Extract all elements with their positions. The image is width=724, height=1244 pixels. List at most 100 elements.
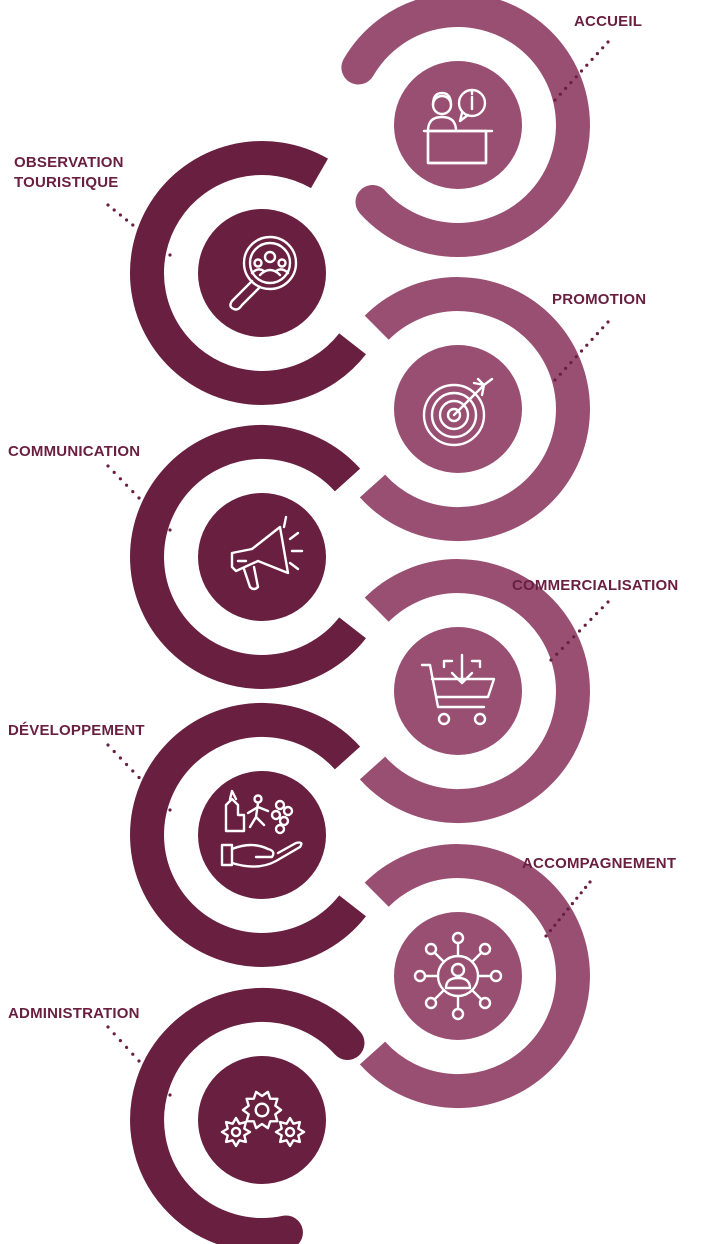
label-communication: COMMUNICATION — [8, 443, 141, 460]
leader-dot — [590, 337, 594, 341]
ring-segment-1 — [130, 141, 366, 405]
leader-dot — [156, 795, 160, 799]
leader-dot — [156, 243, 160, 247]
gears-icon — [220, 1090, 306, 1148]
leader-dot — [131, 1052, 135, 1056]
leader-dot — [137, 228, 141, 232]
leader-dot — [168, 808, 172, 812]
label-accompagnement: ACCOMPAGNEMENT — [522, 855, 677, 872]
leader-dot — [131, 769, 135, 773]
leader-dot — [600, 606, 604, 610]
leader-dot — [577, 629, 582, 633]
leader-dot — [143, 502, 147, 506]
leader-dot — [562, 912, 566, 917]
ring-segment-3 — [130, 424, 366, 689]
leader-dot — [572, 635, 576, 639]
leader-dot — [118, 213, 122, 217]
leader-dot — [149, 1073, 153, 1077]
leader-dot — [583, 623, 587, 627]
leader-dot — [588, 880, 592, 884]
leader-dot — [137, 496, 141, 500]
leader-dot — [149, 788, 153, 793]
leader-dot — [569, 81, 573, 85]
leader-dot — [168, 528, 172, 532]
label-promotion: PROMOTION — [552, 291, 647, 308]
icon-disc — [198, 771, 326, 899]
icon-disc — [394, 61, 522, 189]
label-observation-touristique: OBSERVATION TOURISTIQUE — [14, 154, 124, 191]
leader-dot — [558, 92, 562, 96]
leader-dot — [131, 223, 135, 227]
leader-dot — [560, 646, 565, 651]
leader-dot — [553, 98, 557, 102]
leader-dot — [137, 1059, 141, 1063]
leader-dot — [601, 46, 605, 50]
icon-disc — [394, 627, 522, 755]
leader-dot — [168, 1093, 172, 1097]
leader-dot — [566, 907, 570, 911]
leader-dot — [553, 923, 557, 927]
leader-dot — [143, 782, 147, 786]
leader-dot — [555, 652, 559, 656]
leader-dot — [570, 902, 575, 906]
ring-segment-7 — [130, 988, 365, 1244]
ring-segment-5 — [130, 702, 366, 967]
leader-dot — [162, 522, 166, 526]
leader-dot — [112, 208, 116, 212]
target-arrow-icon — [422, 377, 494, 447]
ring-segment-6 — [359, 844, 590, 1109]
icon-disc — [394, 345, 522, 473]
megaphone-icon — [230, 515, 304, 591]
leader-dot — [606, 320, 610, 324]
leader-dot — [606, 600, 610, 604]
label-developpement: DÉVELOPPEMENT — [8, 722, 145, 739]
leader-dot — [137, 775, 141, 780]
leader-dot — [558, 372, 562, 376]
leader-dot — [584, 885, 588, 890]
leader-dot — [156, 515, 160, 519]
leader-dot — [162, 801, 166, 806]
leader-dot — [589, 617, 593, 622]
leader-dot — [143, 233, 147, 237]
leader-dot — [566, 641, 570, 645]
ring-segment-4 — [359, 559, 590, 824]
leader-dot — [575, 896, 579, 900]
leader-dot — [579, 349, 584, 353]
leader-dot — [125, 218, 129, 222]
leader-dot — [149, 238, 153, 242]
tourism-hand-icon — [220, 789, 303, 868]
leader-dot — [106, 464, 110, 468]
label-administration: ADMINISTRATION — [8, 1005, 140, 1022]
leader-dot — [601, 326, 605, 330]
leader-dot — [606, 40, 610, 44]
label-commercialisation: COMMERCIALISATION — [512, 577, 679, 594]
leader-dot — [168, 253, 172, 257]
leader-dot — [595, 52, 600, 56]
leader-dot — [564, 366, 568, 370]
leader-dot — [595, 332, 600, 336]
leader-dot — [579, 891, 583, 895]
leader-dot — [131, 490, 135, 494]
leader-dot — [125, 1045, 129, 1049]
leader-dot — [590, 57, 594, 62]
icon-discs — [198, 61, 522, 1184]
ring-segment-2 — [359, 277, 590, 542]
leader-dot — [112, 470, 116, 474]
leader-dot — [125, 762, 129, 767]
leader-dot — [553, 378, 557, 382]
leader-dot — [125, 483, 129, 487]
shopping-cart-download-icon — [420, 653, 496, 726]
leader-dot — [118, 1039, 122, 1043]
reception-desk-info-icon — [422, 88, 494, 165]
label-accueil: ACCUEIL — [574, 13, 643, 30]
leader-dot — [549, 658, 553, 662]
leader-dot — [156, 1079, 160, 1083]
leader-dot — [118, 477, 122, 481]
leader-dot — [585, 343, 589, 347]
leader-dot — [585, 63, 589, 67]
dotted-leaders — [106, 40, 610, 1097]
leader-dot — [557, 918, 561, 922]
leader-dot — [149, 509, 153, 513]
leader-dot — [162, 1086, 166, 1090]
